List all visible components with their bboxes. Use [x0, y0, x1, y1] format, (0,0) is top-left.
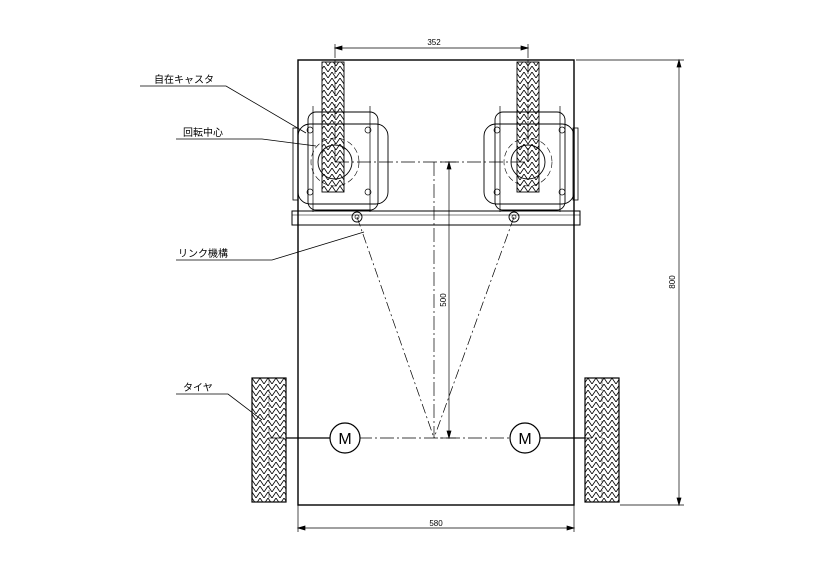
leader-lines [140, 85, 365, 421]
motor-left: M [329, 422, 361, 454]
dimension-body-length-text: 800 [668, 275, 677, 289]
link-bar [291, 210, 581, 226]
motor-left-label: M [338, 431, 351, 448]
dimension-caster-to-axle-text: 500 [439, 293, 448, 307]
motor-right-label: M [518, 431, 531, 448]
tire-left [251, 377, 287, 503]
motor-right: M [509, 422, 541, 454]
dimension-caster-spacing [333, 44, 530, 58]
dimension-body-width [296, 505, 576, 532]
tire-right [584, 377, 620, 503]
caster-right [483, 61, 579, 223]
dimension-caster-spacing-text: 352 [427, 38, 441, 47]
label-link-mechanism: リンク機構 [178, 247, 228, 260]
label-pivot-center: 回転中心 [183, 126, 223, 139]
chassis-body [297, 59, 575, 506]
caster-left [292, 61, 389, 223]
dimension-body-width-text: 580 [429, 519, 443, 528]
dimension-caster-to-axle [440, 160, 456, 440]
label-caster: 自在キャスタ [154, 73, 214, 86]
dimension-body-length [576, 58, 684, 507]
label-tire: タイヤ [183, 382, 213, 394]
link-geometry [356, 216, 515, 439]
center-lines [334, 60, 529, 438]
